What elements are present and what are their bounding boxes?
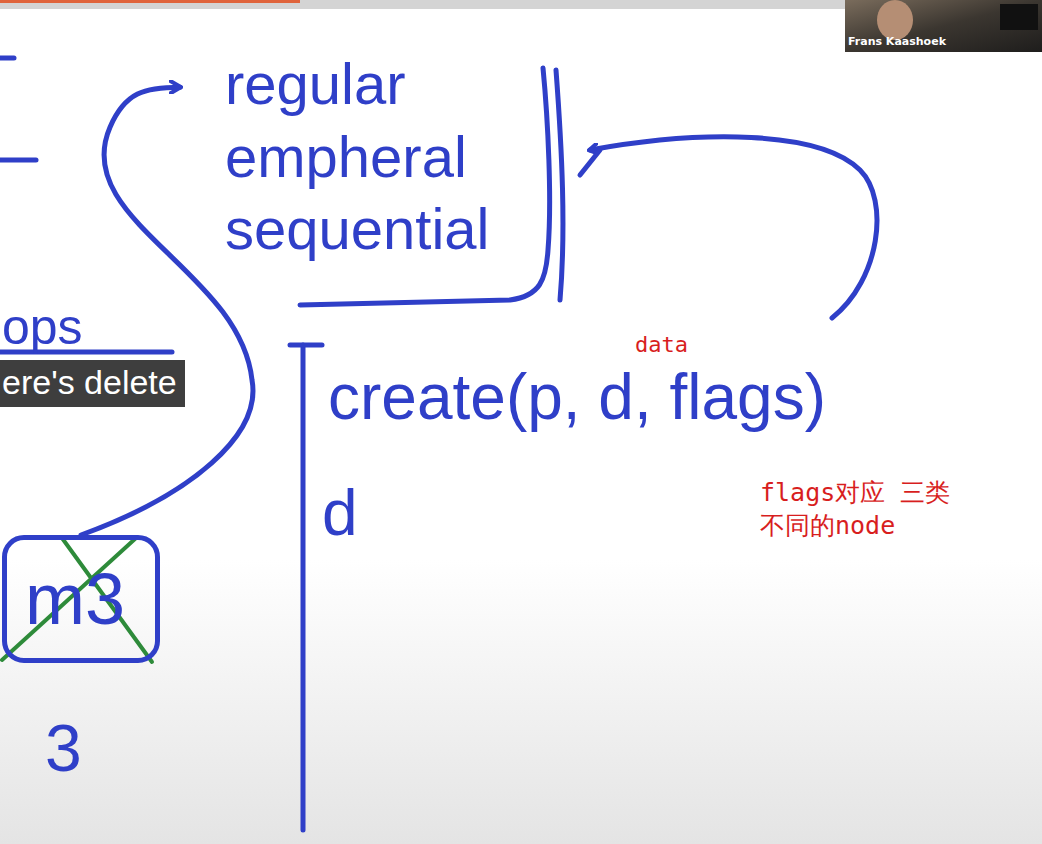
divider-tick	[290, 343, 322, 348]
cross-mark	[2, 538, 136, 660]
annotation: data	[635, 333, 688, 357]
edge-stroke	[0, 158, 36, 163]
node-label: m3	[25, 554, 131, 644]
handwritten-label: create(p, d, flags)	[328, 362, 826, 432]
handwritten-label: d	[322, 478, 358, 548]
node-type: sequential	[225, 193, 489, 266]
divider-line	[301, 345, 306, 830]
webcam-monitor	[1000, 4, 1038, 30]
crossed-box: m3	[2, 535, 160, 663]
pointer-arrow	[590, 137, 877, 318]
handwritten-label: 3	[45, 712, 82, 785]
edge-stroke	[0, 56, 14, 61]
node-type: regular	[225, 48, 489, 121]
speaker-name: Frans Kaashoek	[848, 36, 946, 48]
node-type-group: regularempheralsequential	[180, 48, 489, 266]
webcam-face	[877, 0, 913, 40]
node-type: empheral	[225, 121, 489, 194]
progress-bar	[0, 0, 300, 3]
bracket	[556, 70, 563, 300]
annotation: flags对应 三类不同的node	[760, 477, 975, 542]
arrow-stroke	[580, 150, 600, 175]
handwritten-label: ops	[2, 300, 83, 355]
webcam-thumbnail	[845, 0, 1042, 52]
subtitle: ere's delete	[0, 360, 185, 407]
